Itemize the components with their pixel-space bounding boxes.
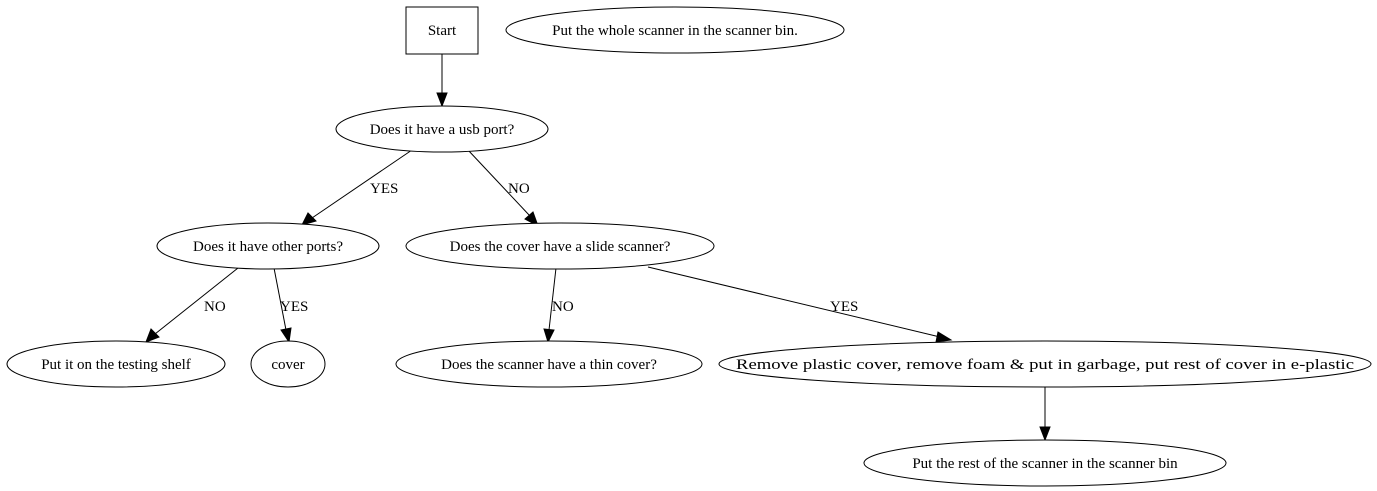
edge-label-slide-yes: YES (830, 299, 858, 315)
edge-usb-to-slide (467, 149, 539, 228)
edge-label-other-yes: YES (280, 299, 308, 315)
node-slide-scanner-label: Does the cover have a slide scanner? (450, 239, 671, 255)
node-remove-plastic[interactable]: Remove plastic cover, remove foam & put … (718, 340, 1372, 388)
node-cover-label: cover (271, 357, 304, 373)
edge-slide-to-remove (647, 266, 953, 343)
node-testing-shelf-label: Put it on the testing shelf (41, 357, 191, 373)
edge-label-slide-no: NO (552, 299, 574, 315)
node-other-ports[interactable]: Does it have other ports? (156, 222, 380, 270)
node-whole-scanner-label: Put the whole scanner in the scanner bin… (552, 23, 798, 39)
edge-other-to-shelf (145, 267, 239, 343)
node-remove-plastic-label: Remove plastic cover, remove foam & put … (736, 357, 1354, 373)
node-testing-shelf[interactable]: Put it on the testing shelf (6, 340, 226, 388)
node-rest-scanner[interactable]: Put the rest of the scanner in the scann… (863, 439, 1227, 487)
node-usb-port[interactable]: Does it have a usb port? (335, 105, 549, 153)
edge-other-to-cover (273, 267, 292, 344)
node-thin-cover[interactable]: Does the scanner have a thin cover? (395, 340, 703, 388)
node-thin-cover-label: Does the scanner have a thin cover? (441, 357, 657, 373)
edge-label-other-no: NO (204, 299, 226, 315)
node-other-ports-label: Does it have other ports? (193, 239, 343, 255)
edge-label-usb-no: NO (508, 181, 530, 197)
node-start[interactable]: Start (405, 6, 479, 55)
edge-start-to-usb (436, 54, 448, 108)
edge-slide-to-thin (543, 267, 557, 344)
node-start-label: Start (428, 23, 457, 39)
edge-remove-to-rest (1039, 386, 1051, 442)
node-cover[interactable]: cover (250, 340, 326, 388)
edge-label-usb-yes: YES (370, 181, 398, 197)
node-whole-scanner[interactable]: Put the whole scanner in the scanner bin… (505, 6, 845, 54)
edge-usb-to-other (301, 149, 413, 226)
node-slide-scanner[interactable]: Does the cover have a slide scanner? (405, 222, 715, 270)
node-usb-port-label: Does it have a usb port? (370, 122, 515, 138)
node-rest-scanner-label: Put the rest of the scanner in the scann… (912, 456, 1178, 472)
